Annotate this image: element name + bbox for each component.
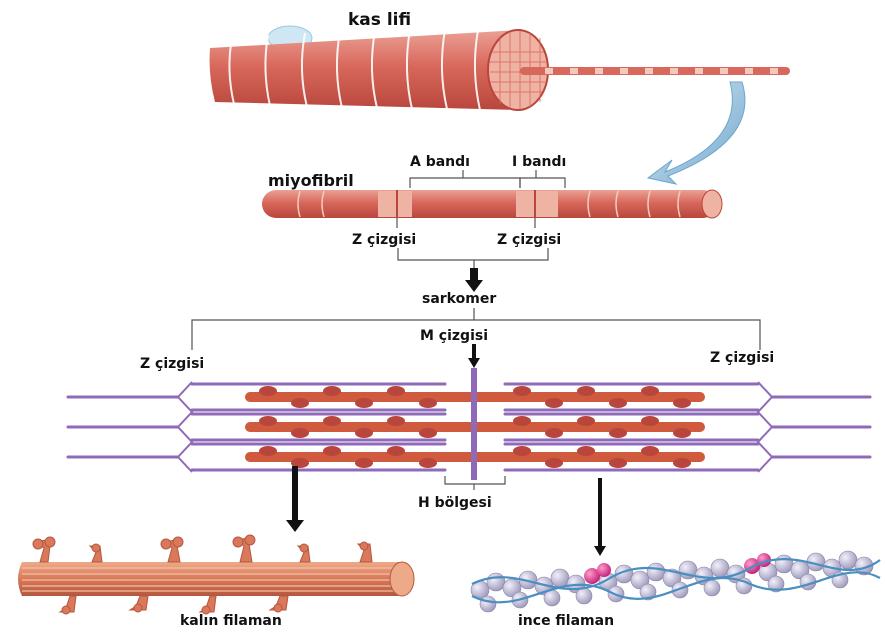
m-line-arrow-icon: [468, 344, 480, 368]
thin-filament-label: ince filaman: [518, 613, 614, 629]
down-arrow-icon: [465, 268, 483, 292]
z-line-label-sarcomere-left: Z çizgisi: [140, 356, 204, 372]
z-line-label-sarcomere-right: Z çizgisi: [710, 350, 774, 366]
z-line-label-right: Z çizgisi: [497, 232, 561, 248]
thick-filament-label: kalın filaman: [180, 613, 282, 629]
thin-filament-arrow-icon: [594, 478, 606, 556]
i-band-label: I bandı: [512, 154, 566, 170]
a-band-label: A bandı: [410, 154, 470, 170]
thin-filament-illustration: [471, 551, 880, 612]
muscle-fiber-label: kas lifi: [348, 10, 411, 30]
h-zone-label: H bölgesi: [418, 495, 492, 511]
thick-filament-illustration: [18, 535, 414, 614]
zoom-arrow-icon: [648, 82, 745, 184]
m-line-label: M çizgisi: [420, 328, 488, 344]
sarcomere-bracket: [398, 248, 548, 268]
z-line-label-left: Z çizgisi: [352, 232, 416, 248]
sarcomere-filaments: [68, 368, 870, 480]
myofibril: [262, 190, 722, 218]
sarcomere-label: sarkomer: [422, 291, 496, 307]
band-brackets: [410, 170, 565, 188]
myofibril-label: miyofibril: [268, 171, 354, 190]
muscle-fiber: [210, 26, 790, 110]
thick-filament-arrow-icon: [286, 466, 304, 532]
m-line: [471, 368, 477, 480]
